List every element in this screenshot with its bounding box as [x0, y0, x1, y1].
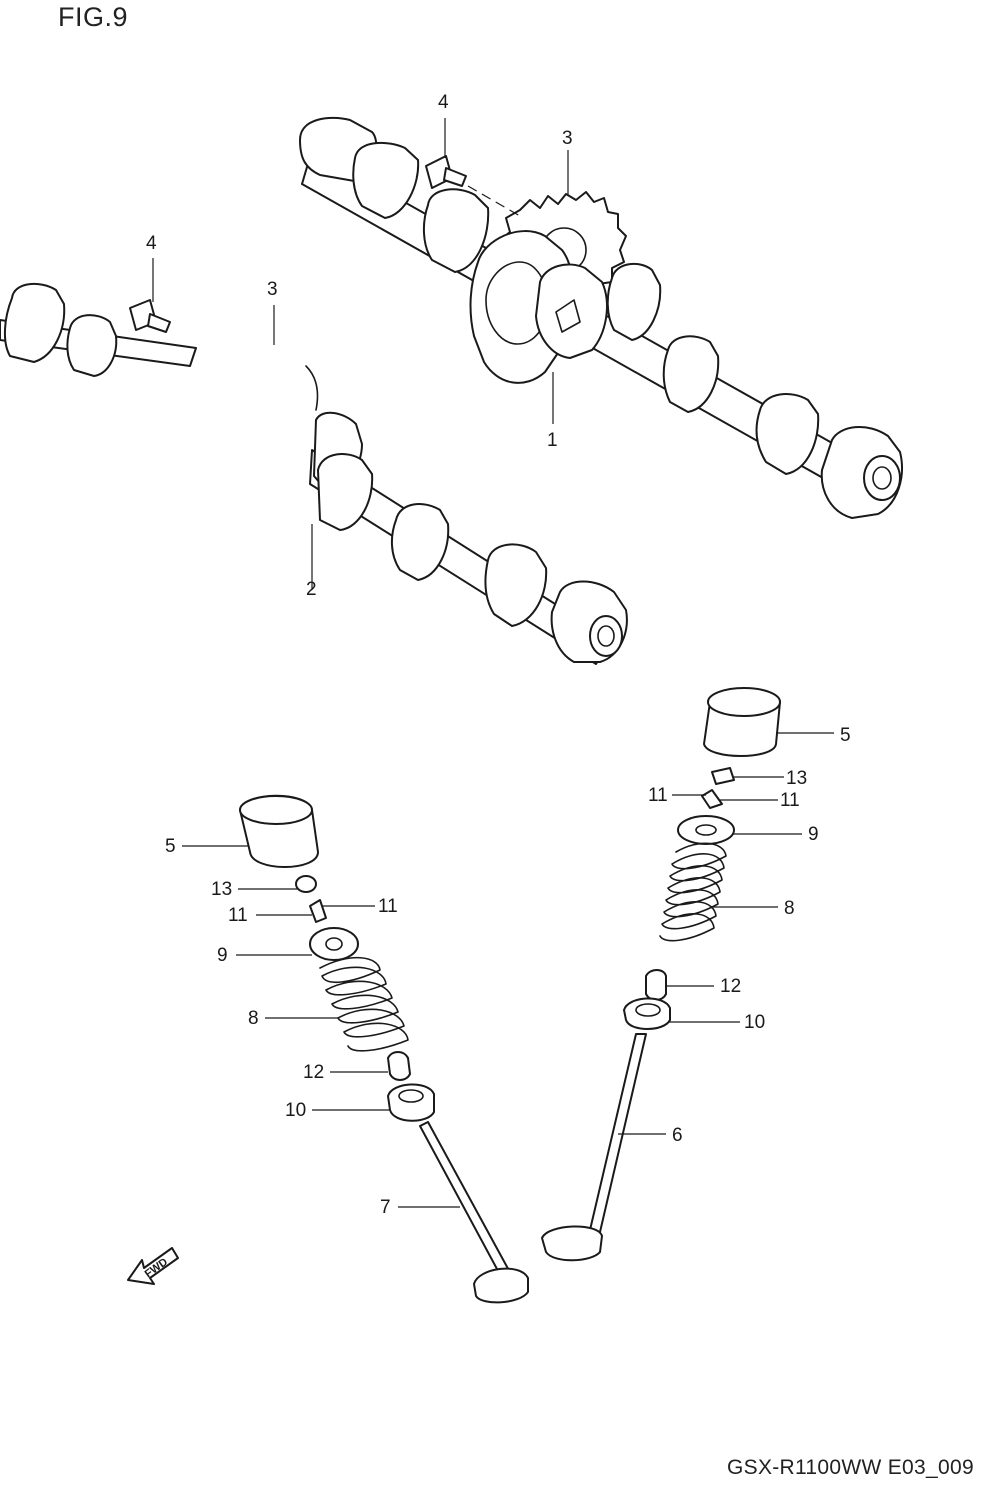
figure-title: FIG.9 [58, 2, 129, 32]
callout-7: 7 [380, 1197, 391, 1218]
callout-leaders [152, 118, 834, 1208]
callout-numbers: 1 2 3 3 4 4 5 5 6 7 8 8 9 9 10 10 11 11 … [146, 92, 851, 1218]
bolt-upper [425, 155, 521, 217]
diagram-code: GSX-R1100WW E03_009 [727, 1456, 974, 1479]
callout-9-right: 9 [808, 824, 819, 845]
callout-13-left: 13 [211, 879, 232, 900]
callout-6: 6 [672, 1125, 683, 1146]
valve-assembly-left [239, 794, 529, 1304]
callout-12-left: 12 [303, 1062, 324, 1083]
callout-3-upper: 3 [562, 128, 573, 149]
callout-2: 2 [306, 579, 317, 600]
callout-5-right: 5 [840, 725, 851, 746]
callout-8-left: 8 [248, 1008, 259, 1029]
callout-1: 1 [547, 430, 558, 451]
callout-12-right: 12 [720, 976, 741, 997]
callout-10-right: 10 [744, 1012, 765, 1033]
callout-11-right-b: 11 [780, 790, 800, 811]
camshaft-left-partial [0, 282, 197, 377]
camshaft-upper [299, 116, 903, 519]
forward-direction-arrow: FWD [127, 1247, 179, 1285]
callout-4-left: 4 [146, 233, 157, 254]
callout-10-left: 10 [285, 1100, 306, 1121]
callout-3-left: 3 [267, 279, 278, 300]
callout-8-right: 8 [784, 898, 795, 919]
valve-assembly-right [541, 687, 781, 1262]
callout-5-left: 5 [165, 836, 176, 857]
callout-4-upper: 4 [438, 92, 449, 113]
camshaft-lower [305, 365, 628, 665]
callout-11-left-a: 11 [228, 905, 248, 926]
callout-11-right-a: 11 [648, 785, 668, 806]
callout-9-left: 9 [217, 945, 228, 966]
callout-13-right: 13 [786, 768, 807, 789]
callout-11-left-b: 11 [378, 896, 398, 917]
